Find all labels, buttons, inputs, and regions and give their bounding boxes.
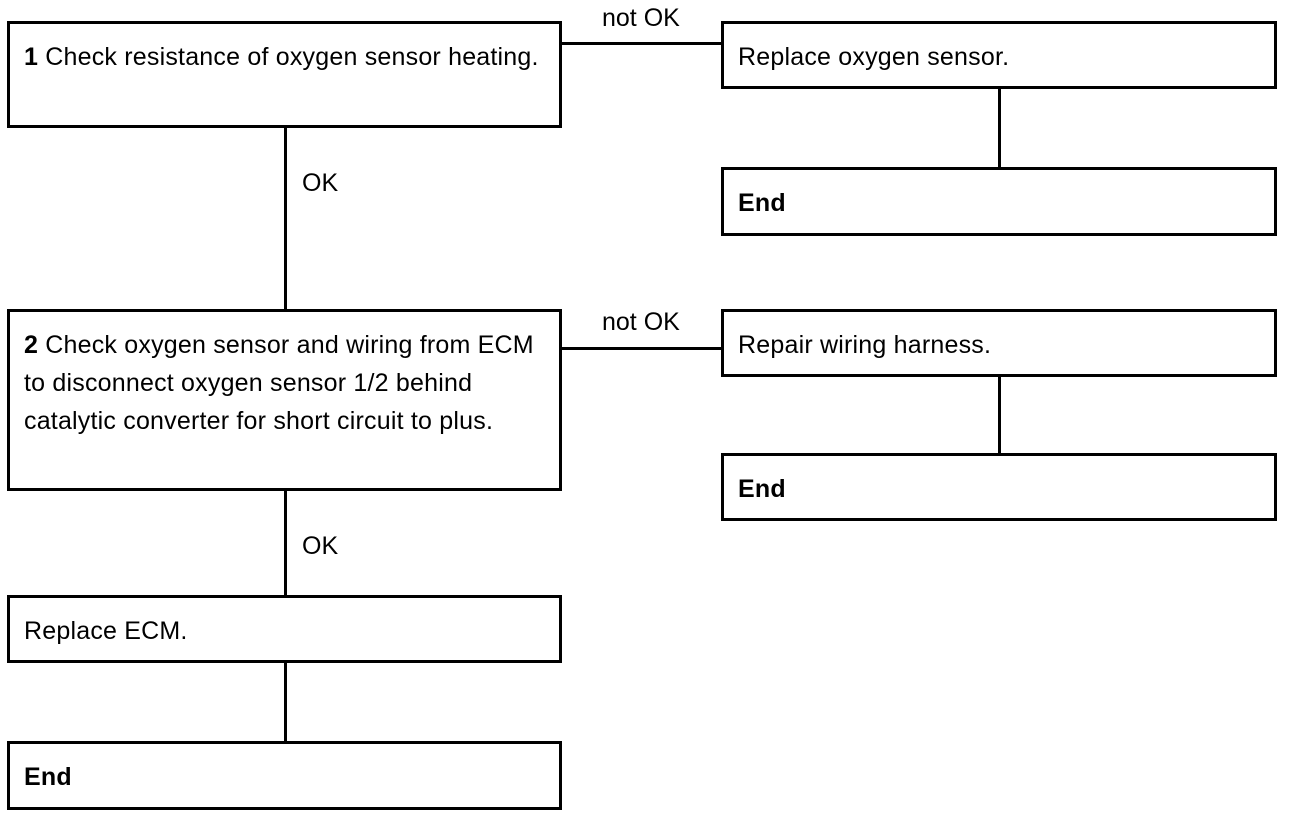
end-box-1: End — [721, 167, 1277, 236]
connector-step2-notok — [562, 347, 724, 350]
end-box-3: End — [7, 741, 562, 810]
end-box-2: End — [721, 453, 1277, 521]
replace-ecm-text: Replace ECM. — [24, 617, 188, 645]
connector-step1-notok — [562, 42, 724, 45]
step2-text: Check oxygen sensor and wiring from ECM … — [24, 331, 534, 435]
step1-text: Check resistance of oxygen sensor heatin… — [38, 43, 539, 71]
replace-oxygen-sensor-text: Replace oxygen sensor. — [738, 43, 1010, 71]
connector-step2-ok — [284, 488, 287, 598]
repair-wiring-harness-text: Repair wiring harness. — [738, 331, 992, 359]
step1-ok-label: OK — [302, 169, 339, 197]
connector-step1-ok — [284, 125, 287, 311]
connector-repair-harness-end — [998, 374, 1001, 456]
step1-number: 1 — [24, 43, 39, 71]
step2-ok-label: OK — [302, 532, 339, 560]
replace-ecm-box: Replace ECM. — [7, 595, 562, 663]
connector-replace-ecm-end — [284, 660, 287, 744]
replace-oxygen-sensor-box: Replace oxygen sensor. — [721, 21, 1277, 89]
step2-notok-label: not OK — [602, 308, 680, 336]
step1-box: 1 Check resistance of oxygen sensor heat… — [7, 21, 562, 128]
step2-box: 2 Check oxygen sensor and wiring from EC… — [7, 309, 562, 491]
repair-wiring-harness-box: Repair wiring harness. — [721, 309, 1277, 377]
step2-number: 2 — [24, 331, 39, 359]
connector-replace-sensor-end — [998, 86, 1001, 170]
step1-notok-label: not OK — [602, 4, 680, 32]
